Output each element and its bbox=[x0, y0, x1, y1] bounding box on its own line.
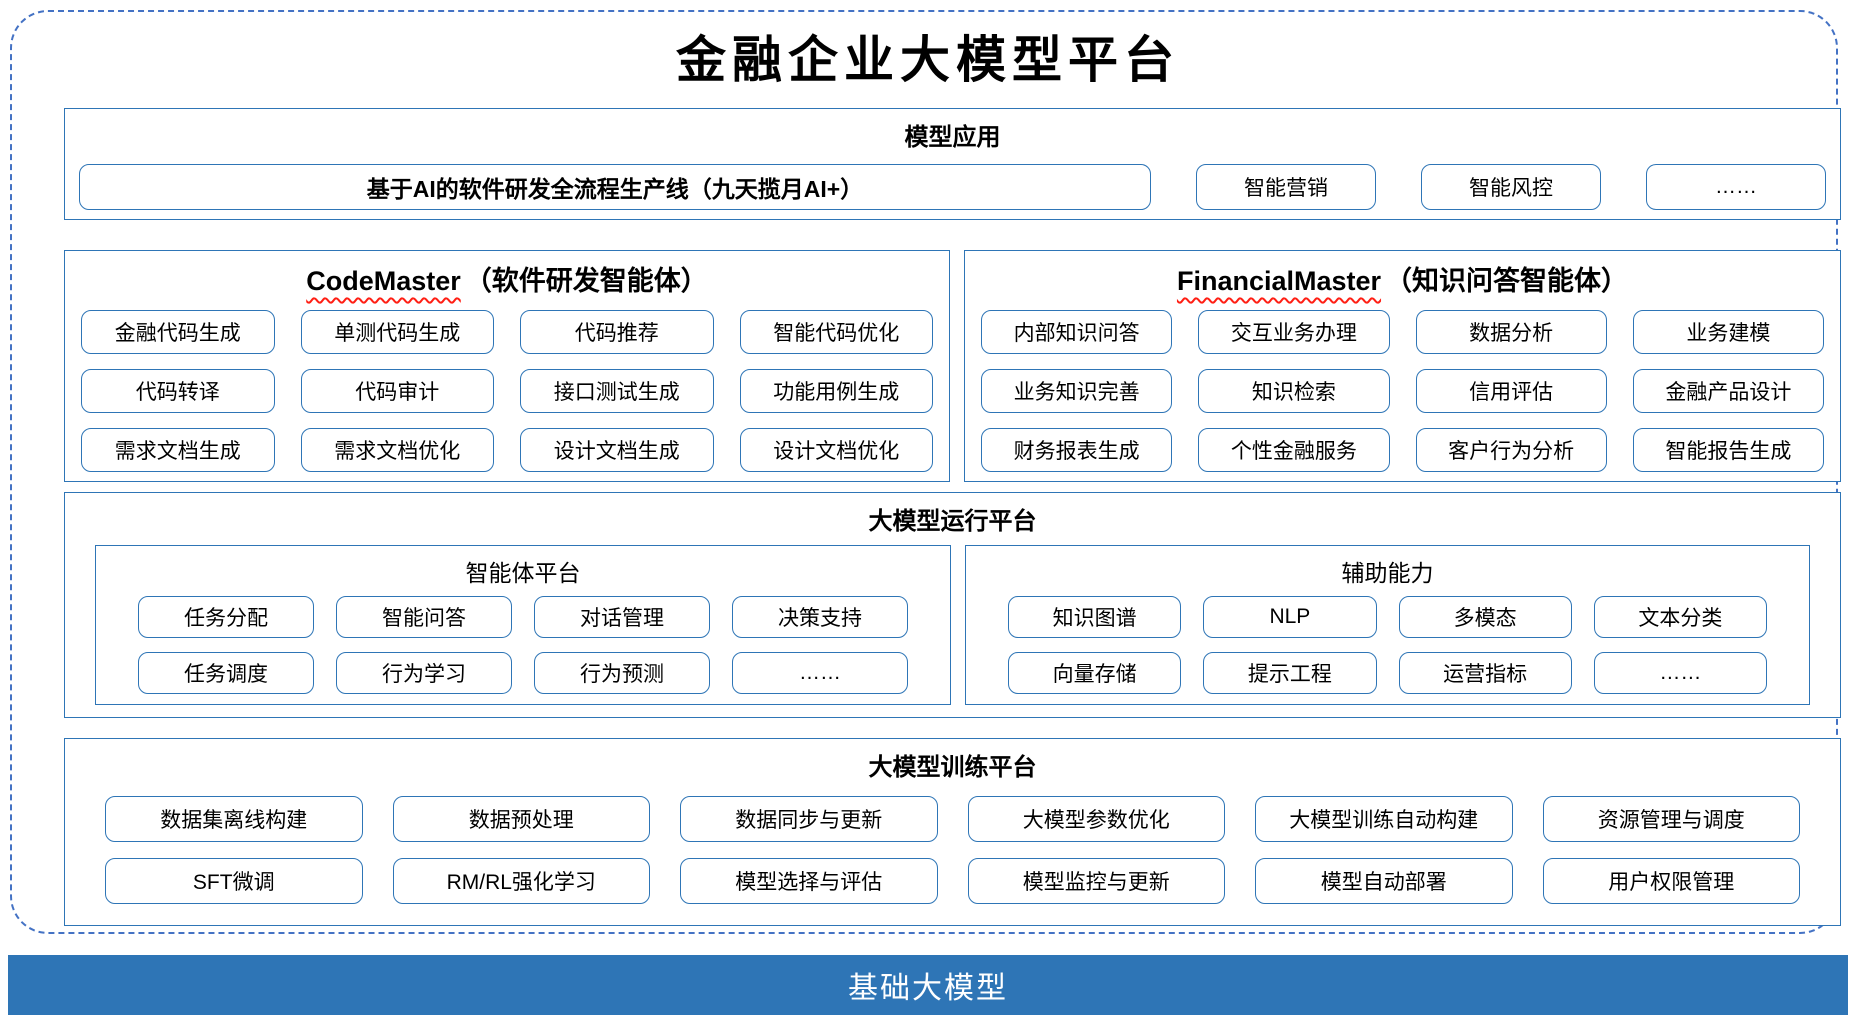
capability-box: 任务调度 bbox=[138, 652, 314, 694]
auxiliary-capability-title: 辅助能力 bbox=[1341, 560, 1434, 586]
capability-box: 数据集离线构建 bbox=[105, 796, 363, 842]
capability-box: 功能用例生成 bbox=[739, 369, 933, 413]
auxiliary-capability-grid: 知识图谱 NLP 多模态 文本分类 向量存储 提示工程 运营指标 …… bbox=[966, 588, 1809, 694]
capability-box: 运营指标 bbox=[1398, 652, 1572, 694]
financialmaster-title-en: FinancialMaster bbox=[1176, 266, 1382, 296]
capability-box: 知识检索 bbox=[1198, 369, 1390, 413]
capability-box: 客户行为分析 bbox=[1415, 428, 1607, 472]
capability-box: 大模型参数优化 bbox=[967, 796, 1225, 842]
app-box-ellipsis: …… bbox=[1646, 164, 1826, 210]
capability-box: 智能报告生成 bbox=[1632, 428, 1824, 472]
app-box-ai-pipeline: 基于AI的软件研发全流程生产线（九天揽月AI+） bbox=[79, 164, 1151, 210]
capability-box: 数据预处理 bbox=[392, 796, 650, 842]
capability-box: 内部知识问答 bbox=[981, 310, 1173, 354]
capability-box: 向量存储 bbox=[1008, 652, 1182, 694]
auxiliary-capability-box: 辅助能力 知识图谱 NLP 多模态 文本分类 向量存储 提示工程 运营指标 …… bbox=[965, 545, 1810, 705]
capability-box: 设计文档优化 bbox=[739, 428, 933, 472]
capability-box: 对话管理 bbox=[534, 596, 710, 638]
capability-box: 任务分配 bbox=[138, 596, 314, 638]
capability-box: 决策支持 bbox=[732, 596, 908, 638]
capability-box: 提示工程 bbox=[1203, 652, 1377, 694]
financialmaster-grid: 内部知识问答 交互业务办理 数据分析 业务建模 业务知识完善 知识检索 信用评估… bbox=[965, 298, 1840, 472]
capability-box: 模型监控与更新 bbox=[967, 858, 1225, 904]
capability-box-ellipsis: …… bbox=[732, 652, 908, 694]
capability-box: 文本分类 bbox=[1593, 596, 1767, 638]
financialmaster-title-zh: （知识问答智能体） bbox=[1385, 266, 1629, 296]
capability-box: 用户权限管理 bbox=[1542, 858, 1800, 904]
capability-box: 需求文档优化 bbox=[300, 428, 494, 472]
capability-box: 交互业务办理 bbox=[1198, 310, 1390, 354]
section-title-training: 大模型训练平台 bbox=[868, 754, 1037, 781]
section-runtime-platform: 大模型运行平台 智能体平台 任务分配 智能问答 对话管理 决策支持 任务调度 行… bbox=[64, 492, 1841, 718]
section-financialmaster: FinancialMaster（知识问答智能体） 内部知识问答 交互业务办理 数… bbox=[964, 250, 1841, 482]
capability-box: 接口测试生成 bbox=[520, 369, 714, 413]
section-title-model-applications: 模型应用 bbox=[904, 124, 1001, 151]
capability-box: 信用评估 bbox=[1415, 369, 1607, 413]
capability-box: 模型自动部署 bbox=[1255, 858, 1513, 904]
agent-platform-grid: 任务分配 智能问答 对话管理 决策支持 任务调度 行为学习 行为预测 …… bbox=[96, 588, 950, 694]
training-grid: 数据集离线构建 数据预处理 数据同步与更新 大模型参数优化 大模型训练自动构建 … bbox=[65, 782, 1840, 904]
capability-box: 模型选择与评估 bbox=[680, 858, 938, 904]
app-box: 智能营销 bbox=[1196, 164, 1376, 210]
section-title-runtime: 大模型运行平台 bbox=[868, 508, 1037, 535]
capability-box: 设计文档生成 bbox=[520, 428, 714, 472]
capability-box-ellipsis: …… bbox=[1593, 652, 1767, 694]
capability-box: 资源管理与调度 bbox=[1542, 796, 1800, 842]
section-model-applications: 模型应用 基于AI的软件研发全流程生产线（九天揽月AI+） 智能营销 智能风控 … bbox=[64, 108, 1841, 220]
app-box: 智能风控 bbox=[1421, 164, 1601, 210]
capability-box: 代码审计 bbox=[300, 369, 494, 413]
agent-platform-title: 智能体平台 bbox=[465, 560, 581, 586]
codemaster-title: CodeMaster（软件研发智能体） bbox=[65, 251, 949, 298]
codemaster-title-en: CodeMaster bbox=[306, 266, 461, 296]
capability-box: 数据分析 bbox=[1415, 310, 1607, 354]
model-applications-row: 基于AI的软件研发全流程生产线（九天揽月AI+） 智能营销 智能风控 …… bbox=[65, 152, 1840, 210]
capability-box: 多模态 bbox=[1398, 596, 1572, 638]
capability-box: 业务知识完善 bbox=[981, 369, 1173, 413]
capability-box: 需求文档生成 bbox=[81, 428, 275, 472]
capability-box: SFT微调 bbox=[105, 858, 363, 904]
capability-box: 个性金融服务 bbox=[1198, 428, 1390, 472]
capability-box: 数据同步与更新 bbox=[680, 796, 938, 842]
section-training-platform: 大模型训练平台 数据集离线构建 数据预处理 数据同步与更新 大模型参数优化 大模… bbox=[64, 738, 1841, 926]
capability-box: NLP bbox=[1203, 596, 1377, 638]
capability-box: 知识图谱 bbox=[1008, 596, 1182, 638]
capability-box: 行为预测 bbox=[534, 652, 710, 694]
foundation-model-bar: 基础大模型 bbox=[8, 955, 1848, 1015]
capability-box: 智能代码优化 bbox=[739, 310, 933, 354]
capability-box: 财务报表生成 bbox=[981, 428, 1173, 472]
financialmaster-title: FinancialMaster（知识问答智能体） bbox=[965, 251, 1840, 298]
page-title: 金融企业大模型平台 bbox=[676, 30, 1180, 89]
capability-box: 业务建模 bbox=[1632, 310, 1824, 354]
codemaster-title-zh: （软件研发智能体） bbox=[464, 266, 708, 296]
capability-box: 代码转译 bbox=[81, 369, 275, 413]
foundation-model-label: 基础大模型 bbox=[848, 972, 1008, 1005]
capability-box: 行为学习 bbox=[336, 652, 512, 694]
capability-box: 大模型训练自动构建 bbox=[1255, 796, 1513, 842]
capability-box: 智能问答 bbox=[336, 596, 512, 638]
agent-platform-box: 智能体平台 任务分配 智能问答 对话管理 决策支持 任务调度 行为学习 行为预测… bbox=[95, 545, 951, 705]
capability-box: 金融产品设计 bbox=[1632, 369, 1824, 413]
codemaster-grid: 金融代码生成 单测代码生成 代码推荐 智能代码优化 代码转译 代码审计 接口测试… bbox=[65, 298, 949, 472]
capability-box: 单测代码生成 bbox=[300, 310, 494, 354]
capability-box: 代码推荐 bbox=[520, 310, 714, 354]
capability-box: RM/RL强化学习 bbox=[392, 858, 650, 904]
capability-box: 金融代码生成 bbox=[81, 310, 275, 354]
section-codemaster: CodeMaster（软件研发智能体） 金融代码生成 单测代码生成 代码推荐 智… bbox=[64, 250, 950, 482]
